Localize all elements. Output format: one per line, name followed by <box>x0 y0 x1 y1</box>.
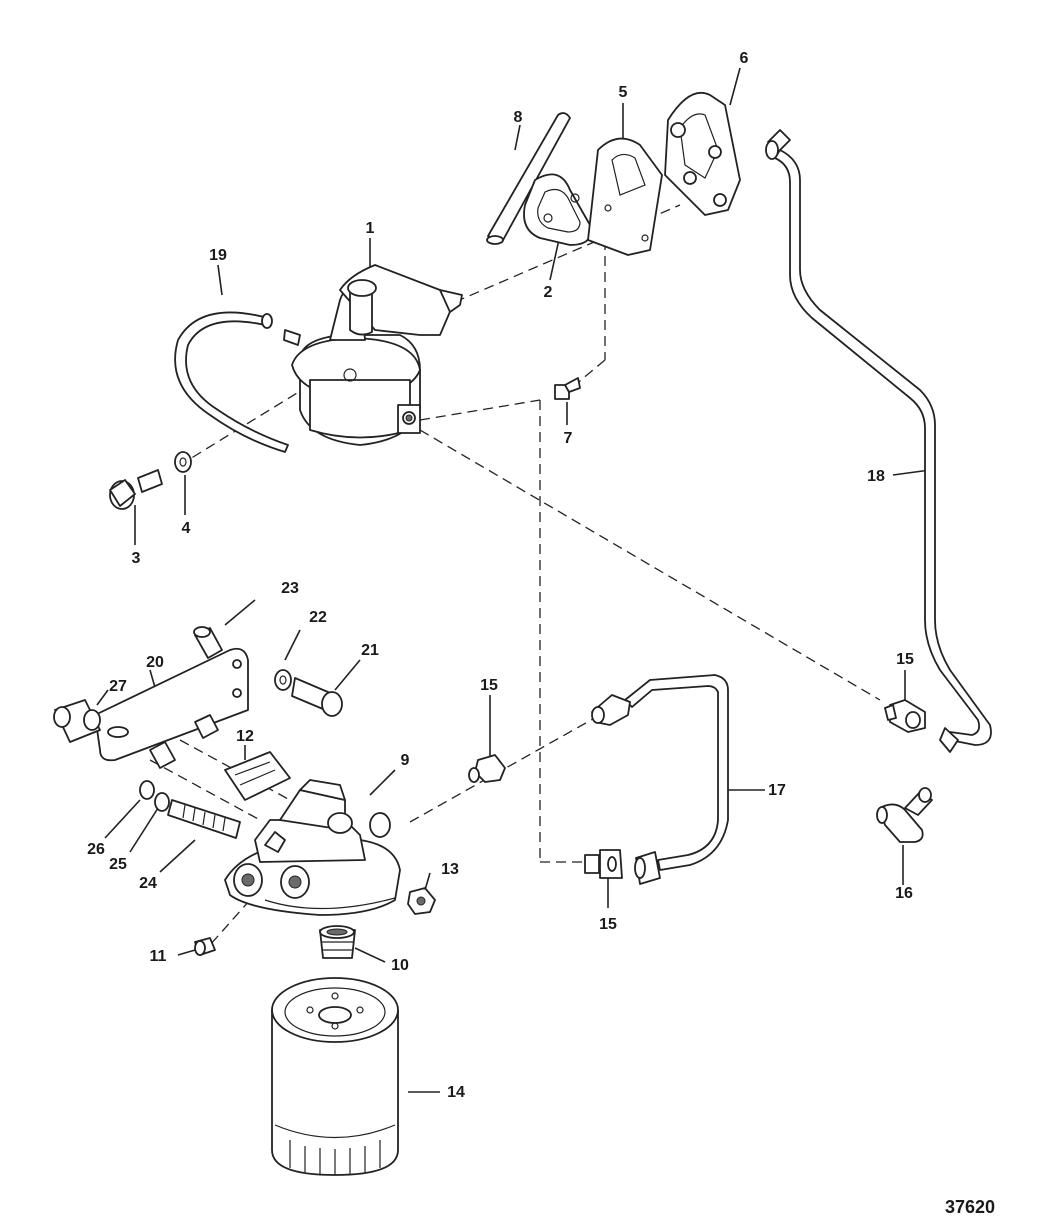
callout-12: 12 <box>236 728 254 745</box>
bolt-3 <box>109 469 163 510</box>
callout-5: 5 <box>619 84 628 101</box>
plug-11 <box>194 937 216 956</box>
callout-15-right: 15 <box>896 651 914 668</box>
fuel-line-17 <box>591 674 729 885</box>
callout-4: 4 <box>182 520 191 537</box>
fitting-15-bottom <box>584 849 623 879</box>
washer-22 <box>274 669 292 691</box>
callout-10: 10 <box>391 957 409 974</box>
fuel-pump <box>283 264 463 446</box>
callout-23: 23 <box>281 580 299 597</box>
callout-18: 18 <box>867 468 885 485</box>
figure-number: 37620 <box>945 1197 995 1217</box>
callout-25: 25 <box>109 856 127 873</box>
callout-21: 21 <box>361 642 379 659</box>
callout-14: 14 <box>447 1084 465 1101</box>
callout-9: 9 <box>401 752 410 769</box>
callout-26: 26 <box>87 841 105 858</box>
bracket-20 <box>94 647 249 769</box>
callout-6: 6 <box>740 50 749 67</box>
callout-22: 22 <box>309 609 327 626</box>
adapter-10 <box>319 925 356 959</box>
fitting-15-middle <box>468 754 506 783</box>
callout-8: 8 <box>514 109 523 126</box>
washer-4 <box>174 451 192 473</box>
vent-tube-8 <box>486 112 571 245</box>
callout-19: 19 <box>209 247 227 264</box>
bolt-21 <box>291 677 343 717</box>
spacer-27 <box>53 699 101 743</box>
callout-17: 17 <box>768 782 786 799</box>
callout-2: 2 <box>544 284 553 301</box>
hose-19 <box>174 311 289 453</box>
fuel-line-18 <box>765 129 992 753</box>
washer-25 <box>154 792 170 812</box>
cover-6 <box>664 91 741 216</box>
gasket-2 <box>523 173 592 246</box>
plate-5 <box>587 137 663 256</box>
assembly-lines <box>149 204 881 946</box>
callout-7: 7 <box>564 430 573 447</box>
leader-lines <box>96 67 931 1093</box>
filter-head-9 <box>224 779 401 916</box>
callout-11: 11 <box>150 948 167 965</box>
elbow-fitting-16 <box>876 787 933 843</box>
callout-16: 16 <box>895 885 913 902</box>
callout-20: 20 <box>146 654 164 671</box>
callout-13: 13 <box>441 861 459 878</box>
callout-1: 1 <box>366 220 375 237</box>
nut-13 <box>407 887 436 915</box>
callout-27: 27 <box>109 678 127 695</box>
spacer-23 <box>193 626 223 659</box>
fitting-15-right <box>884 699 926 733</box>
tag-plate-12 <box>224 751 291 801</box>
callout-15-bottom: 15 <box>599 916 617 933</box>
washer-26 <box>139 780 155 800</box>
callout-15-middle: 15 <box>480 677 498 694</box>
callout-3: 3 <box>132 550 141 567</box>
bolt-24 <box>167 799 241 839</box>
callout-labels: 1 2 3 4 5 6 7 8 9 10 11 12 13 14 15 15 1… <box>87 50 914 1101</box>
filter-element-14 <box>271 977 399 1176</box>
screw-7 <box>554 377 581 400</box>
callout-24: 24 <box>139 875 157 892</box>
